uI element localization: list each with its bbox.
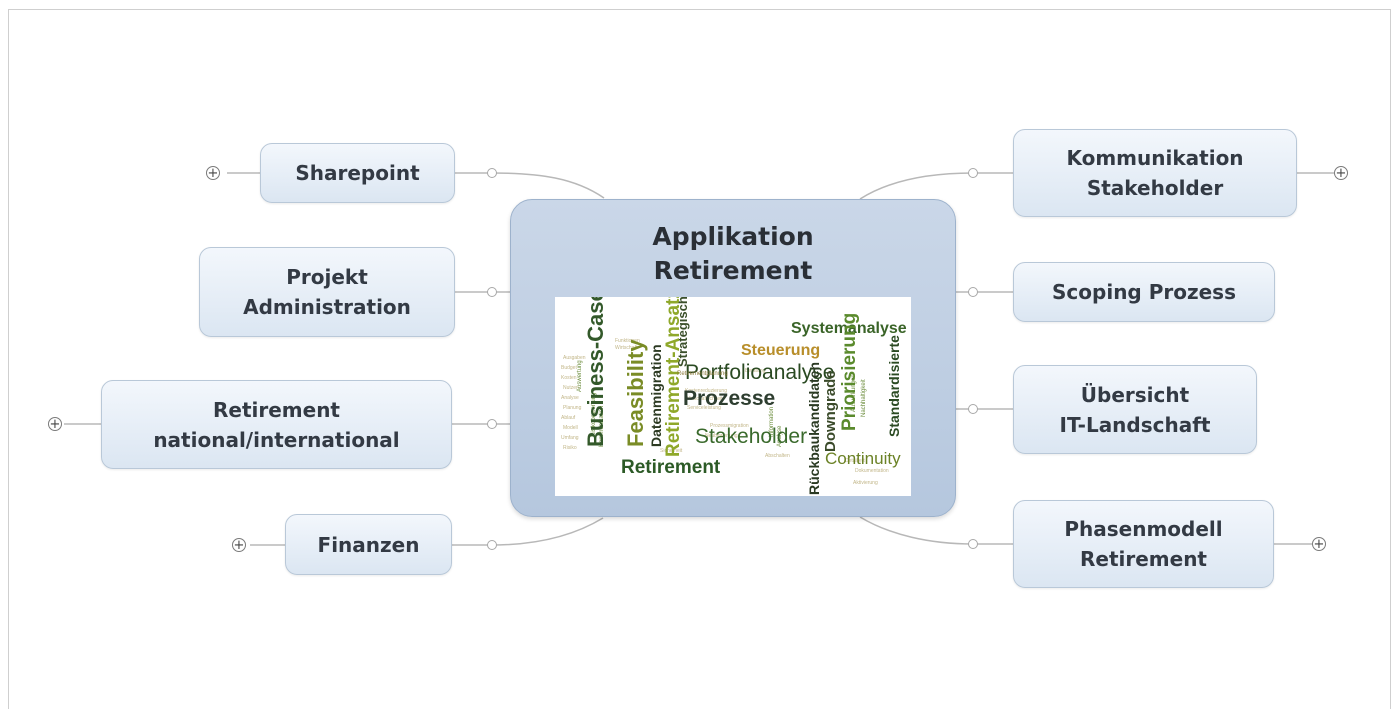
wordcloud-word: Prozesse [683,387,775,410]
wordcloud-word: Feasibility [623,339,648,447]
svg-text:Wirtschaftlichkeit: Wirtschaftlichkeit [685,396,723,402]
wordcloud-word: Portfolioanalyse [685,361,834,384]
wordcloud-word: Strategisch [675,297,690,367]
node-label: Retirement [1079,547,1207,571]
svg-text:Ausgaben: Ausgaben [563,355,586,361]
svg-text:Beratung: Beratung [745,368,766,374]
node-label: IT-Landschaft [1059,412,1211,437]
svg-text:Kosten: Kosten [561,375,577,381]
expand-icon[interactable]: + [1312,537,1326,552]
node-label: Stakeholder [1086,176,1224,200]
connector-dot [487,540,497,550]
node-label: Scoping Prozess [1052,280,1236,304]
node-kommunikation-stakeholder[interactable]: Kommunikation Stakeholder [1013,129,1297,217]
node-finanzen[interactable]: Finanzen [285,514,452,575]
connector-sharepoint [455,172,605,199]
svg-text:Funktionen: Funktionen [615,338,640,344]
expand-icon[interactable]: + [1334,166,1348,181]
svg-text:Auswertung: Auswertung [577,360,583,392]
wordcloud-word: Business-Case [583,297,608,447]
svg-text:Detailiert: Detailiert [845,458,865,464]
svg-text:Kostenreduzierung: Kostenreduzierung [685,388,727,394]
svg-text:Kommunikation: Kommunikation [599,406,605,447]
connector-kommunikation [859,172,1013,200]
node-projekt-administration[interactable]: Projekt Administration [199,247,455,337]
wordcloud-word: Rückbaukandidaten [806,362,822,495]
node-label: Phasenmodell [1064,517,1223,541]
connector-dot [968,404,978,414]
svg-text:Dokumentation: Dokumentation [855,468,889,474]
wordcloud-word: Downgrade [822,370,839,452]
svg-text:Wirtschaft: Wirtschaft [615,345,638,351]
svg-text:Serviceleistung: Serviceleistung [687,405,721,411]
expand-icon[interactable]: + [232,538,246,553]
connector-dot [968,287,978,297]
svg-text:Budget: Budget [561,365,577,371]
wordcloud-word: Systemanalyse [791,320,907,337]
node-retirement-national[interactable]: Retirement national/international [101,380,452,469]
svg-text:Umfang: Umfang [561,435,579,441]
connector-dot [968,539,978,549]
node-label: Sharepoint [295,161,420,185]
wordcloud-word: Priorisierung [839,313,860,431]
svg-text:Nutzen: Nutzen [563,385,579,391]
svg-text:Abschalten: Abschalten [765,453,790,459]
svg-text:Information: Information [769,407,775,437]
connector-dot [487,168,497,178]
svg-text:Analyse: Analyse [777,425,783,447]
svg-text:Prozessmigration: Prozessmigration [710,423,749,429]
svg-text:Aktivierung: Aktivierung [853,480,878,486]
svg-text:Planung: Planung [563,405,582,411]
expand-icon[interactable]: + [206,166,220,181]
wordcloud-word: Datenmigration [648,344,664,447]
node-phasenmodell-retirement[interactable]: Phasenmodell Retirement [1013,500,1274,588]
central-title-line: Retirement [653,256,813,285]
node-uebersicht-it-landschaft[interactable]: Übersicht IT-Landschaft [1013,365,1257,454]
expand-icon[interactable]: + [48,417,62,432]
node-label: national/international [153,427,400,452]
svg-text:Analyse: Analyse [561,395,579,401]
connector-dot [487,419,497,429]
node-label: Retirement [212,397,340,422]
svg-text:Nachhaltigkeit: Nachhaltigkeit [861,379,867,417]
svg-text:Risikobewertung: Risikobewertung [591,393,597,437]
wordcloud-word: Retirement [621,457,721,478]
svg-text:Modell: Modell [563,425,578,431]
svg-text:Neubewertung: Neubewertung [705,433,738,439]
central-topic-title: Applikation Retirement [511,220,955,288]
wordcloud-word: Retirement-Ansatz [663,297,684,457]
svg-text:Sicherheit: Sicherheit [660,448,683,454]
wordcloud-word: Stakeholder [695,425,807,448]
node-label: Übersicht [1080,382,1190,407]
wordcloud-word: Continuity [825,449,901,468]
svg-text:Ablauf: Ablauf [561,415,576,421]
node-label: Finanzen [317,532,420,557]
connector-phasenmodell [859,516,1013,545]
connector-dot [968,168,978,178]
connector-finanzen [452,517,604,546]
node-label: Kommunikation [1066,146,1244,170]
node-scoping-prozess[interactable]: Scoping Prozess [1013,262,1275,322]
node-label: Administration [243,295,411,319]
wordcloud-word: Retirementplanung [677,371,728,377]
connector-dot [487,287,497,297]
node-sharepoint[interactable]: Sharepoint [260,143,455,203]
node-label: Projekt [286,265,368,289]
svg-text:Auswirkungen: Auswirkungen [851,374,857,412]
wordcloud-word: Steuerung [741,342,820,359]
svg-text:Risiko: Risiko [563,445,577,451]
central-title-line: Applikation [652,222,814,251]
wordcloud-word: Standardisierte [886,335,902,437]
